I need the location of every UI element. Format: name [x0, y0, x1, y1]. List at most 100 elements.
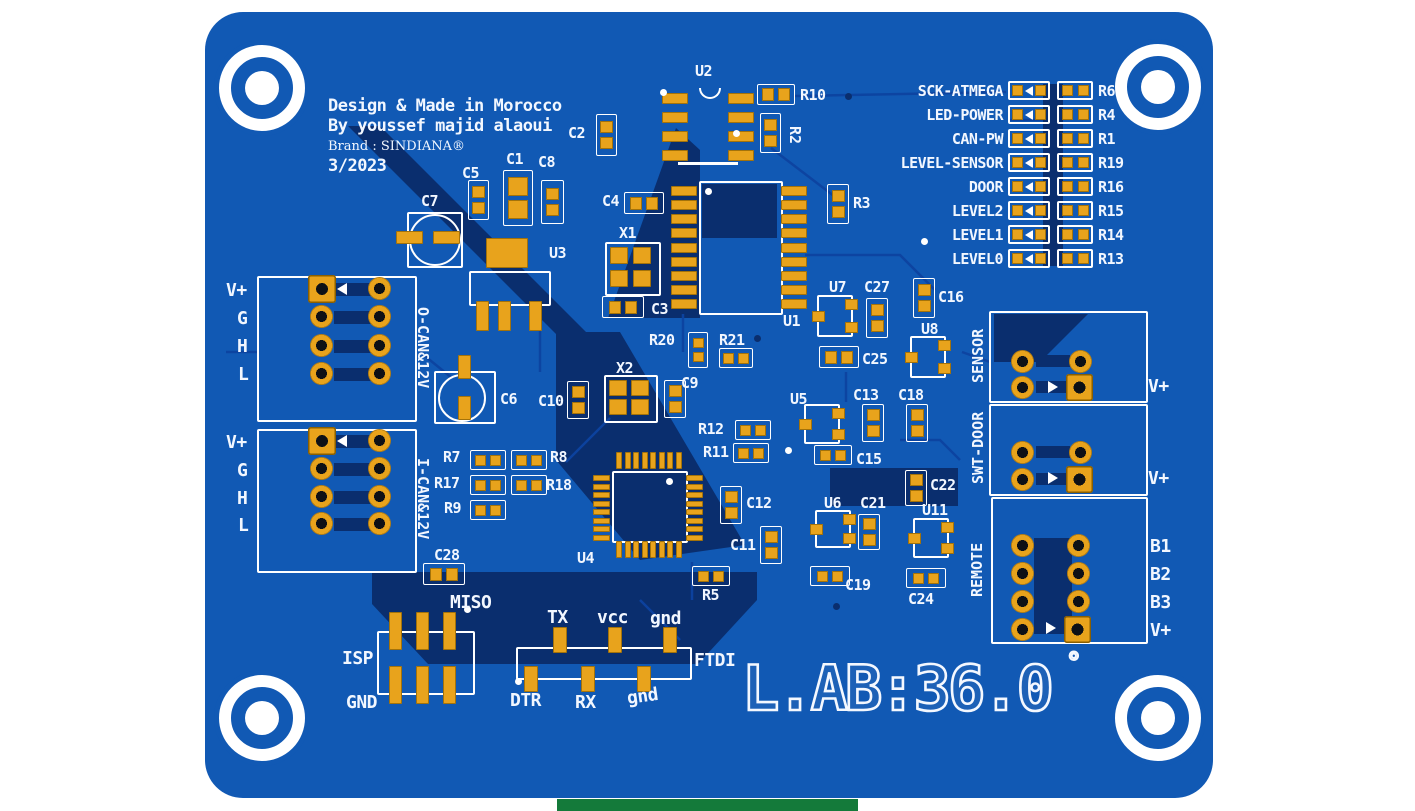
ref-c6: C6 [500, 390, 518, 408]
remote-connector-outline [991, 497, 1148, 644]
pad [633, 541, 639, 558]
pad [600, 121, 613, 133]
ref-c12: C12 [746, 494, 772, 512]
pad [753, 447, 764, 459]
ref-c18: C18 [898, 386, 924, 404]
ref-x2: X2 [616, 359, 634, 377]
pad [659, 452, 665, 469]
pad [713, 570, 724, 582]
pad [917, 300, 931, 312]
pad [1011, 376, 1034, 399]
capacitor-c4 [624, 192, 664, 214]
pin-label: V+ [226, 280, 247, 301]
capacitor-c5 [468, 180, 489, 220]
ref-c8: C8 [538, 153, 556, 171]
pad [845, 322, 858, 333]
pad [553, 627, 567, 653]
pin-label: H [237, 488, 248, 509]
ref-r7: R7 [443, 448, 461, 466]
pad [728, 112, 754, 123]
ref-r3: R3 [853, 194, 871, 212]
pad [1012, 109, 1023, 120]
led-footprint [1008, 249, 1050, 268]
ref-r21: R21 [719, 331, 745, 349]
pad [1012, 85, 1023, 96]
ref-c7: C7 [421, 192, 439, 210]
pad [781, 271, 807, 281]
pad [799, 418, 812, 430]
pad [1012, 181, 1023, 192]
via [515, 678, 522, 685]
capacitor-c2 [596, 114, 617, 156]
pin1-dot-icon [666, 478, 673, 485]
pad [724, 507, 738, 519]
pad [781, 257, 807, 267]
capacitor-c19 [810, 566, 850, 586]
pad [755, 424, 766, 436]
ref-c27: C27 [864, 278, 890, 296]
pad [498, 301, 511, 331]
pad [1012, 133, 1023, 144]
board-edge-strip [557, 799, 858, 811]
pad [416, 612, 429, 650]
pad [531, 454, 542, 466]
via [833, 603, 840, 610]
pad [1061, 133, 1073, 144]
ref-r20: R20 [649, 331, 675, 349]
pad [662, 150, 688, 161]
pad [781, 214, 807, 224]
resistor-footprint [1057, 249, 1093, 268]
net-label: CAN-PW [951, 129, 1004, 148]
pad [430, 567, 442, 581]
ref-c3: C3 [651, 300, 669, 318]
resistor-ref: R6 [1098, 81, 1116, 100]
pin-label: L [238, 515, 249, 536]
pad [476, 301, 489, 331]
pad [728, 93, 754, 104]
pad [472, 186, 485, 198]
pad [1069, 350, 1092, 373]
ftdi-gnd-top-label: gnd [650, 608, 682, 629]
pad [1035, 205, 1046, 216]
net-label: SCK-ATMEGA [917, 81, 1004, 100]
pad [825, 350, 837, 364]
capacitor-c12 [720, 486, 742, 524]
pin1-pad [308, 427, 336, 455]
pad [490, 479, 501, 491]
capacitor-c18 [906, 404, 928, 442]
pad [610, 270, 628, 287]
pad [910, 409, 924, 421]
pad [908, 532, 921, 544]
pad [368, 334, 391, 357]
pin1-marker-icon [337, 283, 347, 295]
pad [310, 485, 333, 508]
pad [616, 452, 622, 469]
pad [778, 88, 790, 101]
pad [633, 247, 651, 264]
pad [1061, 229, 1073, 240]
pad [866, 409, 880, 421]
pad [667, 452, 673, 469]
pad [1035, 109, 1046, 120]
pad [723, 352, 734, 364]
resistor-r17 [470, 475, 506, 495]
pad [625, 300, 637, 314]
ref-c10: C10 [538, 392, 564, 410]
transistor-u11 [908, 518, 954, 558]
pad [1077, 205, 1089, 216]
pad [446, 567, 458, 581]
pad [1067, 590, 1090, 613]
pad [458, 396, 471, 420]
led-cathode-icon [1025, 109, 1033, 120]
pad [472, 202, 485, 214]
pad [631, 399, 649, 415]
resistor-r18 [511, 475, 547, 495]
title-line-2: By youssef majid alaoui [328, 116, 552, 136]
crystal-x1-outline [605, 242, 661, 296]
pad [1077, 229, 1089, 240]
led-cathode-icon [1025, 157, 1033, 168]
pad [571, 402, 585, 414]
transistor-u5 [799, 404, 845, 444]
pad [781, 299, 807, 309]
pad [593, 518, 610, 524]
